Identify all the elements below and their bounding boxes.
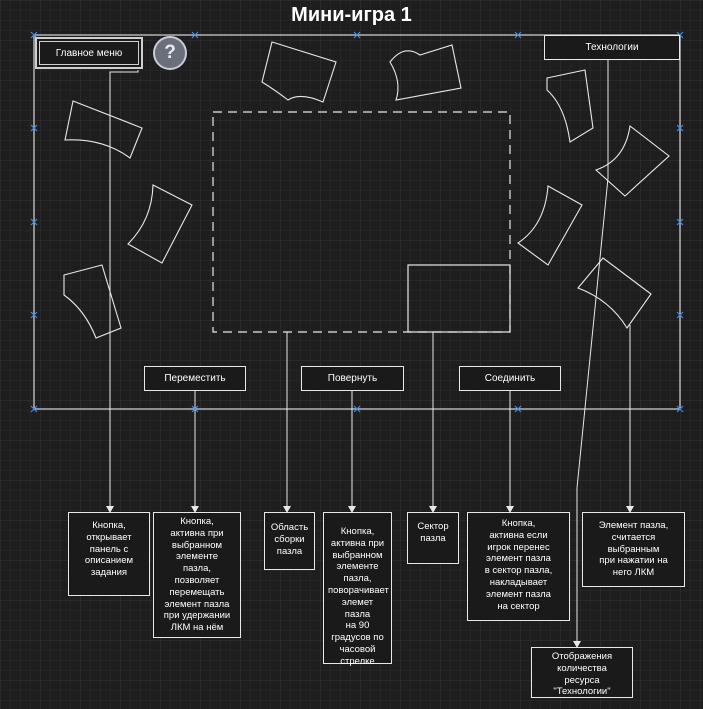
selection-handle (191, 405, 199, 413)
main-menu-label: Главное меню (55, 47, 123, 59)
selection-handle (353, 31, 361, 39)
note-rotate: Кнопка, активна при выбранном элементе п… (323, 512, 392, 667)
puzzle-piece (517, 185, 583, 266)
selection-handle (191, 31, 199, 39)
note-move: Кнопка, активна при выбранном элементе п… (153, 512, 241, 638)
move-button[interactable]: Переместить (144, 366, 246, 391)
puzzle-piece (64, 100, 143, 159)
move-button-label: Переместить (164, 373, 226, 384)
assembly-area (212, 111, 511, 333)
game-frame (33, 34, 681, 410)
connect-button-label: Соединить (484, 373, 536, 384)
help-button[interactable]: ? (153, 36, 187, 70)
arrowhead (348, 506, 356, 513)
arrowhead (191, 506, 199, 513)
question-icon: ? (164, 42, 176, 63)
selection-handle (30, 311, 38, 319)
connector (109, 70, 139, 508)
arrowhead (429, 506, 437, 513)
puzzle-piece (389, 44, 462, 101)
connect-button[interactable]: Соединить (459, 366, 561, 391)
rotate-button-label: Повернуть (327, 373, 378, 384)
selection-handle (676, 218, 684, 226)
arrowhead (506, 506, 514, 513)
puzzle-piece (577, 257, 652, 330)
diagram-title: Мини-игра 1 (291, 4, 412, 26)
puzzle-piece (261, 41, 337, 103)
puzzle-sector (407, 264, 511, 333)
selection-handle (676, 124, 684, 132)
note-main-menu: Кнопка, открывает панель с описанием зад… (68, 512, 150, 596)
arrowhead (626, 506, 634, 513)
puzzle-piece (127, 184, 193, 264)
selection-handle (30, 218, 38, 226)
arrowhead (283, 506, 291, 513)
note-piece: Элемент пазла, считается выбранным при н… (582, 512, 685, 587)
note-sector: Сектор пазла (407, 512, 459, 564)
selection-handle (30, 405, 38, 413)
selection-handle (514, 405, 522, 413)
technologies-label: Технологии (585, 42, 639, 53)
technologies-counter: Технологии (544, 35, 680, 60)
main-menu-button[interactable]: Главное меню (35, 37, 143, 69)
rotate-button[interactable]: Повернуть (301, 366, 404, 391)
selection-handle (353, 405, 361, 413)
selection-handle (30, 124, 38, 132)
note-connect: Кнопка, активна если игрок перенес элеме… (467, 512, 570, 621)
note-assembly-area: Область сборки пазла (264, 512, 315, 570)
puzzle-piece (594, 124, 670, 197)
puzzle-piece (546, 69, 594, 143)
note-tech-resource: Отображения количества ресурса "Технолог… (531, 647, 633, 698)
puzzle-piece (63, 264, 122, 339)
selection-handle (514, 31, 522, 39)
arrowhead (106, 506, 114, 513)
arrowhead (573, 641, 581, 648)
connector (576, 60, 609, 643)
selection-handle (676, 311, 684, 319)
selection-handle (676, 405, 684, 413)
